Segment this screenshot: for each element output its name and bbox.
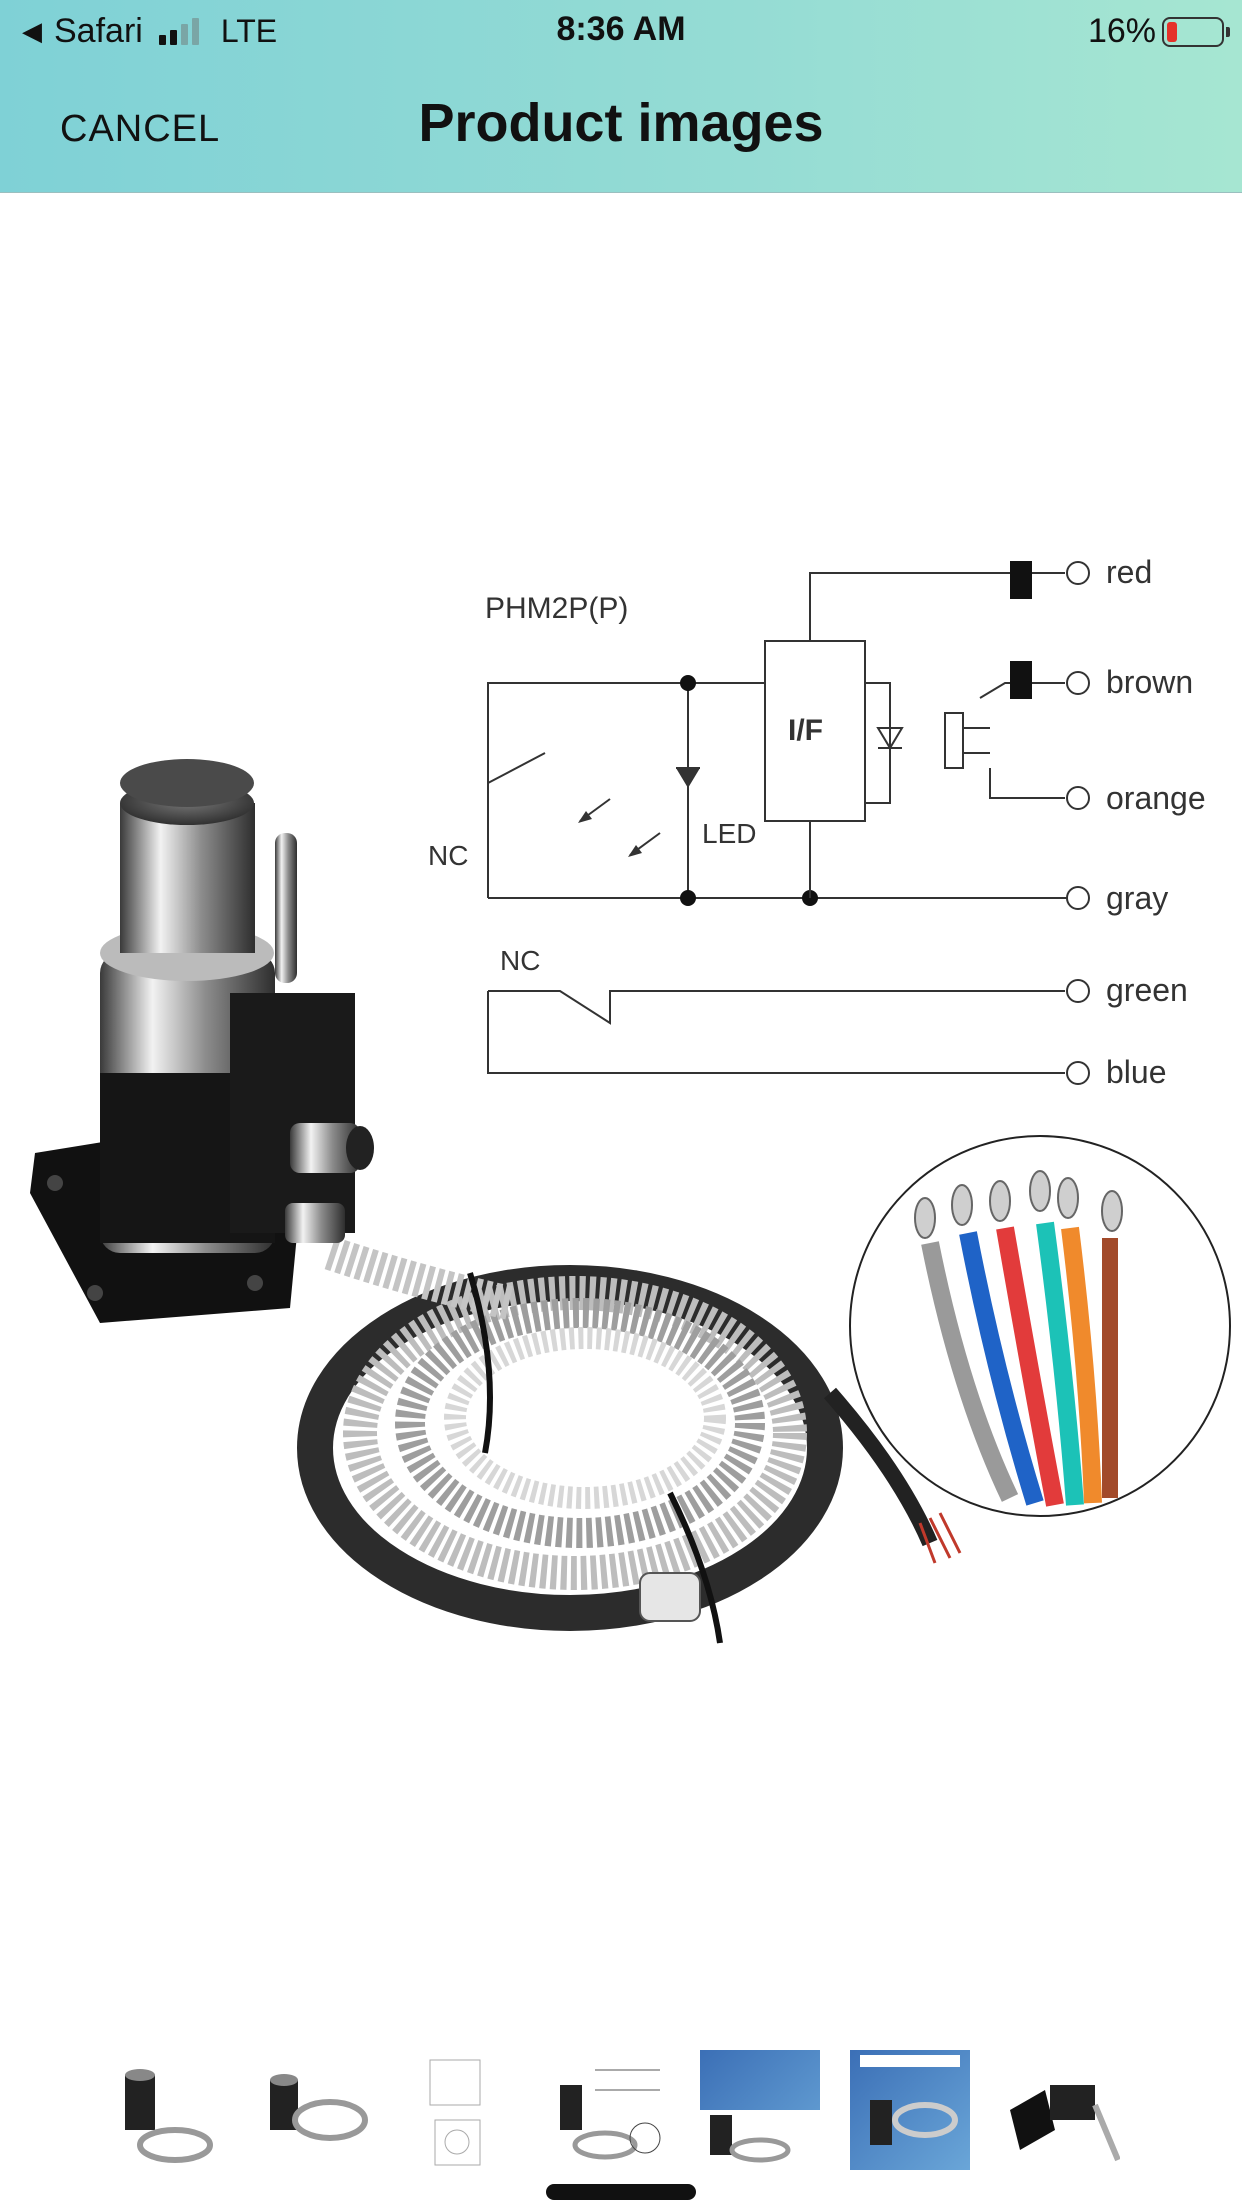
product-image: PHM2P(P) NC LED I/F — [0, 193, 1242, 1993]
wire-label-blue: blue — [1106, 1054, 1167, 1090]
thumbnail-1[interactable] — [100, 2050, 220, 2170]
model-label: PHM2P(P) — [485, 592, 628, 625]
wire-label-red: red — [1106, 554, 1152, 590]
battery-percent: 16% — [1087, 12, 1156, 50]
wire-label-orange: orange — [1106, 780, 1206, 816]
coiled-cable — [297, 1236, 962, 1644]
nc-label-2: NC — [500, 945, 540, 976]
page-title: Product images — [418, 93, 824, 153]
nc-label-1: NC — [428, 840, 468, 871]
wires-closeup-inset — [849, 1135, 1231, 1517]
home-indicator[interactable] — [546, 2184, 696, 2200]
thumbnail-2[interactable] — [250, 2050, 370, 2170]
status-bar: ◀ Safari LTE 8:36 AM 16% — [0, 0, 1242, 62]
wire-labels: red brown orange gray green blue — [1106, 554, 1206, 1090]
thumbnail-strip — [100, 2050, 1120, 2175]
network-type: LTE — [220, 12, 278, 49]
product-image-svg: PHM2P(P) NC LED I/F — [30, 554, 1231, 1644]
battery-icon — [1162, 16, 1230, 47]
if-label: I/F — [788, 714, 823, 747]
wire-label-brown: brown — [1106, 664, 1193, 700]
thumbnail-5[interactable] — [700, 2050, 820, 2170]
nav-row: CANCEL Product images — [0, 62, 1242, 192]
thumbnail-3[interactable] — [400, 2050, 520, 2170]
thumbnail-7[interactable] — [1000, 2050, 1120, 2170]
thumbnail-6[interactable] — [850, 2050, 970, 2170]
tool-setter-probe — [30, 759, 374, 1323]
cancel-button[interactable]: CANCEL — [60, 108, 221, 150]
led-label: LED — [702, 818, 756, 849]
header-bar: ◀ Safari LTE 8:36 AM 16% CANCEL Product … — [0, 0, 1242, 193]
battery-status: 16% — [1087, 12, 1230, 51]
back-triangle-icon: ◀ — [22, 15, 42, 46]
back-to-app-link[interactable]: ◀ Safari LTE — [22, 10, 277, 52]
back-app-label: Safari — [54, 11, 143, 50]
signal-strength-icon — [158, 17, 199, 45]
wire-label-gray: gray — [1106, 880, 1168, 916]
wire-label-green: green — [1106, 972, 1188, 1008]
status-time: 8:36 AM — [556, 10, 686, 48]
thumbnail-4[interactable] — [550, 2050, 670, 2170]
wiring-diagram: PHM2P(P) NC LED I/F — [428, 561, 1090, 1085]
